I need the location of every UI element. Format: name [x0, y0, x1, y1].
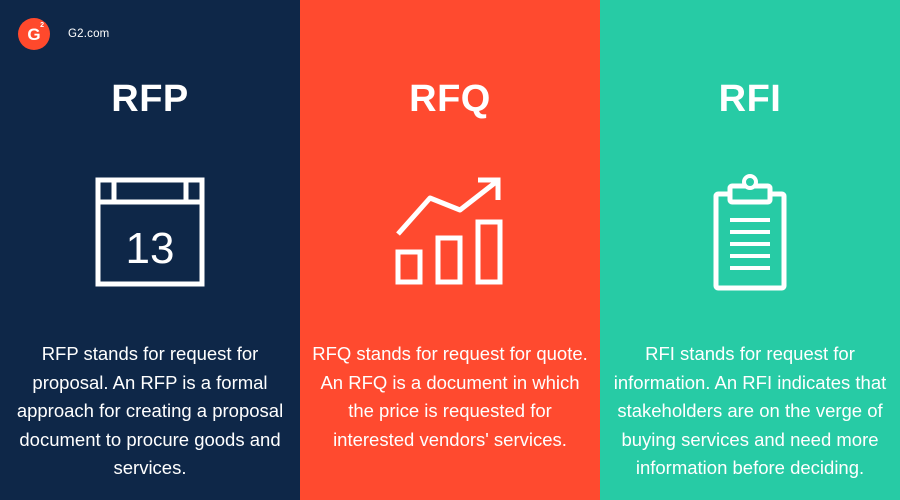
- panel-title-rfq: RFQ: [409, 78, 491, 120]
- panel-title-rfp: RFP: [111, 78, 189, 120]
- clipboard-icon: [690, 172, 810, 292]
- calendar-icon: 13: [90, 172, 210, 292]
- g2-logo: G 2: [18, 18, 50, 50]
- growth-chart-icon-graphic: [395, 177, 503, 285]
- panel-rfq: RFQ RFQ stands for request for quote. An…: [300, 0, 600, 500]
- calendar-icon-graphic: 13: [95, 177, 205, 287]
- brand: G 2 G2.com: [18, 18, 109, 50]
- panel-description-rfq: RFQ stands for request for quote. An RFQ…: [312, 343, 588, 450]
- panel-rfi: RFI RFI stands for request for informati…: [600, 0, 900, 500]
- panel-description-rfp: RFP stands for request for proposal. An …: [16, 343, 284, 478]
- panel-description-rfi: RFI stands for request for information. …: [613, 343, 887, 478]
- g2-logo-superscript: 2: [40, 22, 44, 29]
- g2-logo-letter: G: [27, 24, 41, 44]
- panel-title-rfi: RFI: [718, 78, 782, 120]
- brand-domain: G2.com: [68, 28, 110, 40]
- clipboard-icon-graphic: [713, 174, 787, 291]
- calendar-icon-day: 13: [126, 224, 175, 273]
- panel-rfp: RFP 13 RFP stands for request for propos…: [0, 0, 300, 500]
- growth-chart-icon: [390, 172, 510, 292]
